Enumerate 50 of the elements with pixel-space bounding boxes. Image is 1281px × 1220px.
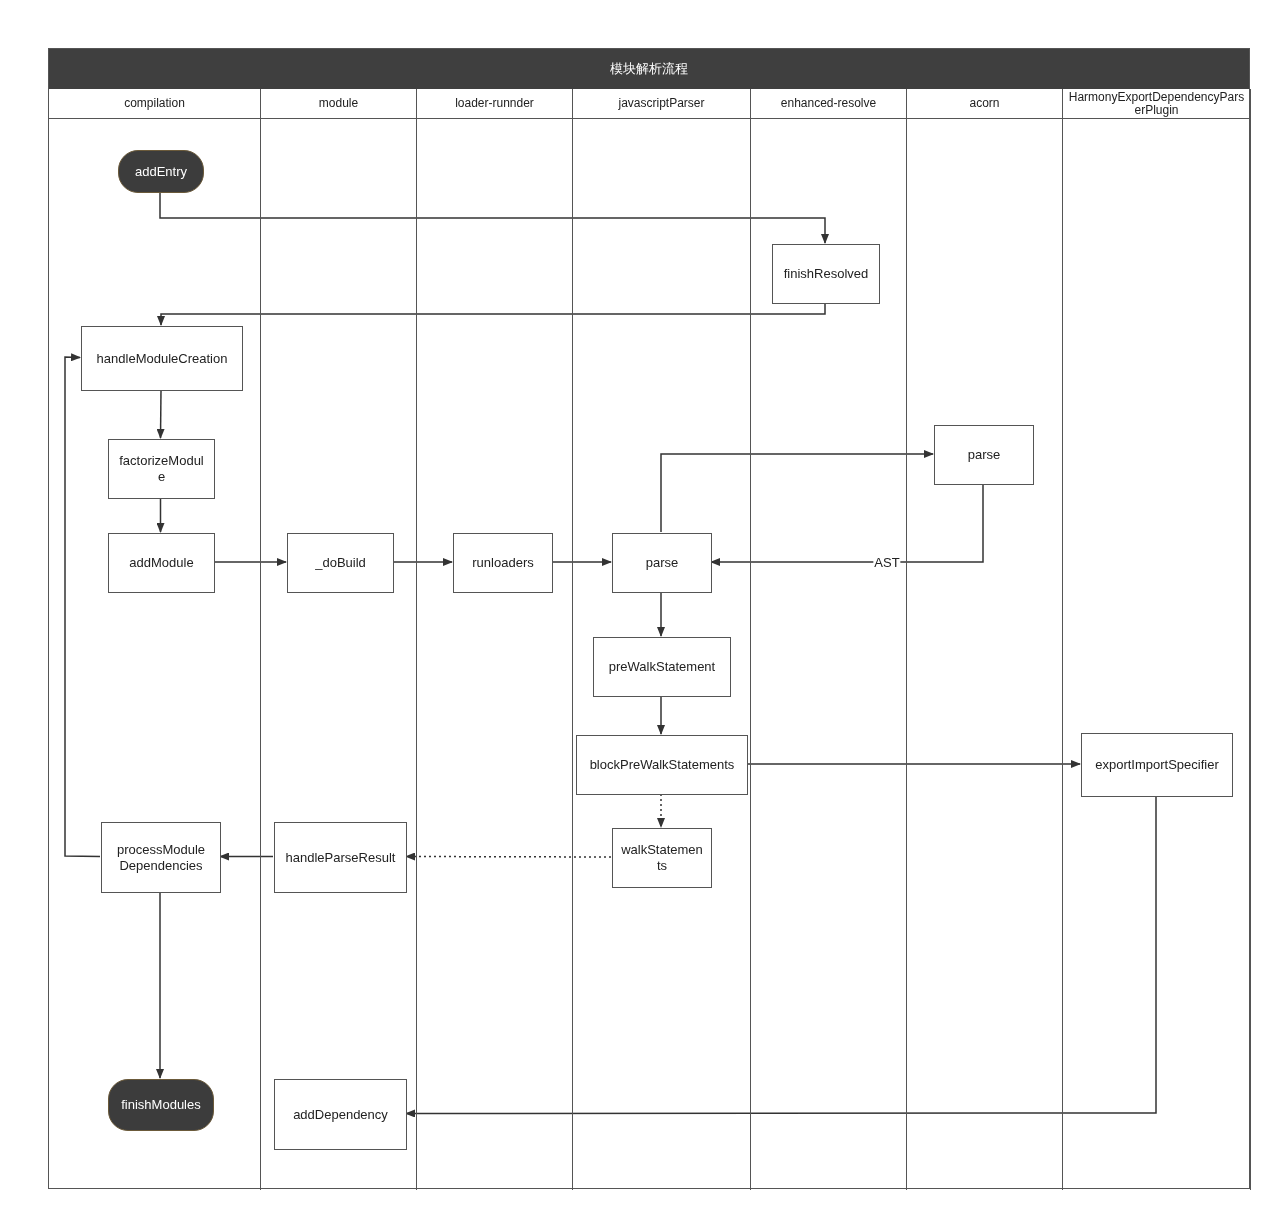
- arrow: [157, 302, 826, 326]
- arrow: [219, 852, 274, 861]
- lane-header: HarmonyExportDependencyParserPlugin: [1067, 90, 1246, 117]
- process-box: exportImportSpecifier: [1081, 733, 1233, 797]
- process-box: addModule: [108, 533, 215, 593]
- process-box: handleModuleCreation: [81, 326, 243, 391]
- swimlane: [1063, 89, 1251, 1190]
- process-box: parse: [934, 425, 1034, 485]
- arrow: [657, 695, 665, 735]
- swimlane: [49, 89, 261, 1190]
- arrow: [156, 891, 164, 1079]
- terminal-box: addEntry: [118, 150, 204, 193]
- pool-label: 模块解析流程: [610, 60, 688, 79]
- arrow: [392, 558, 453, 566]
- swimlane: [751, 89, 907, 1190]
- arrow: [213, 558, 287, 566]
- arrow: [746, 760, 1081, 768]
- process-box: preWalkStatement: [593, 637, 731, 697]
- arrow: [156, 389, 165, 439]
- arrow: [159, 191, 829, 244]
- arrow: [405, 795, 1157, 1118]
- arrow: [64, 353, 101, 858]
- lane-header: enhanced-resolve: [780, 97, 877, 110]
- swimlane: [261, 89, 417, 1190]
- lane-header: module: [318, 97, 359, 110]
- arrow: [657, 591, 665, 637]
- process-box: blockPreWalkStatements: [576, 735, 748, 795]
- process-box: runloaders: [453, 533, 553, 593]
- process-box: handleParseResult: [274, 822, 407, 893]
- arrow: [156, 497, 165, 533]
- process-box: processModule Dependencies: [101, 822, 221, 893]
- swimlane: [907, 89, 1063, 1190]
- dotted-arrow: [405, 852, 612, 861]
- swimlane-pool: [48, 48, 1250, 1189]
- arrow: [710, 483, 984, 566]
- swimlane: [573, 89, 751, 1190]
- arrow: [551, 558, 612, 566]
- arrow: [660, 450, 934, 533]
- process-box: finishResolved: [772, 244, 880, 304]
- swimlane: [417, 89, 573, 1190]
- lane-header: loader-runnder: [455, 97, 534, 110]
- process-box: factorizeModule: [108, 439, 215, 499]
- process-box: addDependency: [274, 1079, 407, 1150]
- lane-header: javascriptParser: [618, 97, 705, 110]
- lane-header: acorn: [969, 97, 1000, 110]
- process-box: walkStatements: [612, 828, 712, 888]
- process-box: parse: [612, 533, 712, 593]
- process-box: _doBuild: [287, 533, 394, 593]
- terminal-box: finishModules: [108, 1079, 214, 1131]
- lane-header: compilation: [124, 97, 185, 110]
